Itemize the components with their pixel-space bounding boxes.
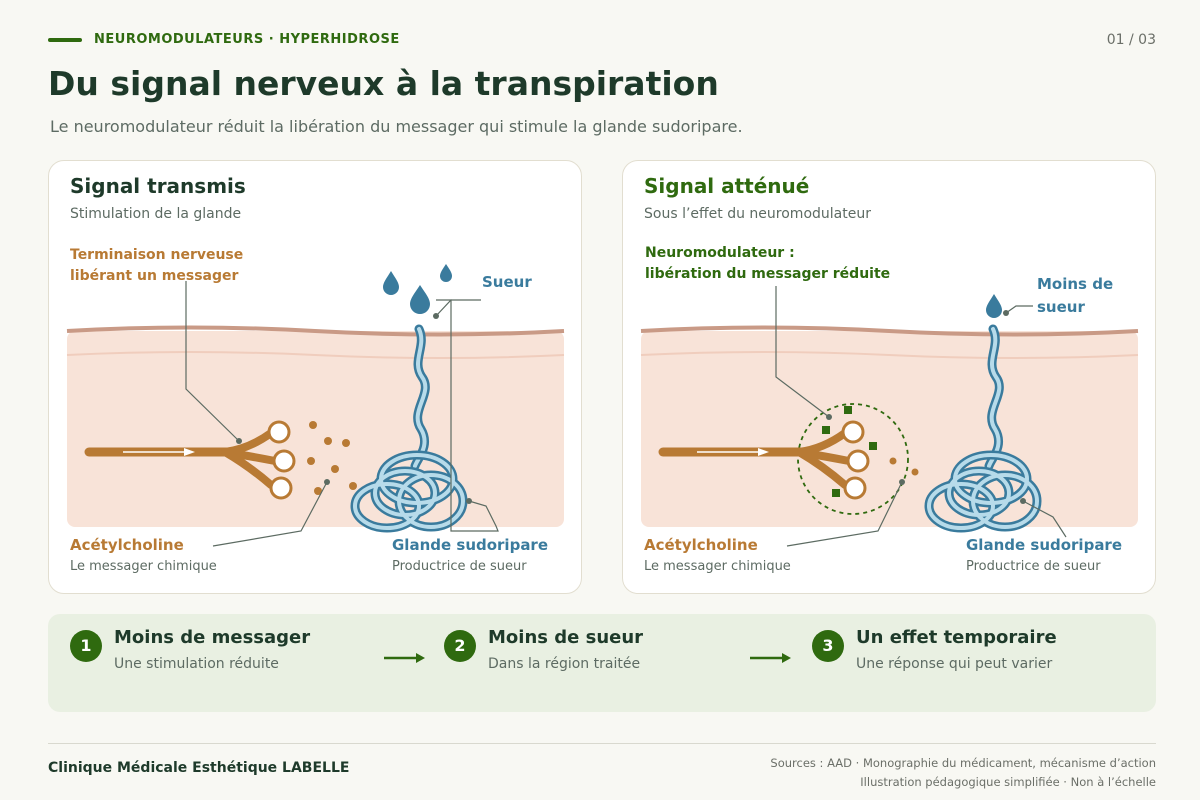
acetylcholine-label: Acétylcholine xyxy=(644,536,758,554)
skin-line xyxy=(66,351,565,359)
step-title: Moins de messager xyxy=(114,627,311,648)
arrow-right-icon xyxy=(384,653,425,663)
acetylcholine-particles xyxy=(889,457,919,476)
neuromodulator-molecules xyxy=(822,406,877,497)
skin-layer xyxy=(67,331,564,527)
acetylcholine-desc: Le messager chimique xyxy=(644,559,791,574)
acetylcholine-label: Acétylcholine xyxy=(70,536,184,554)
sweat-gland xyxy=(350,324,468,533)
page-title: Du signal nerveux à la transpiration xyxy=(48,64,719,103)
panel-subtitle: Sous l’effet du neuromodulateur xyxy=(644,206,871,222)
acetylcholine-particles xyxy=(307,421,357,495)
page-subtitle: Le neuromodulateur réduit la libération … xyxy=(50,117,743,136)
diagram-attenuated xyxy=(640,286,1139,547)
neuromodulator-zone xyxy=(797,403,909,515)
arrow-right-icon xyxy=(750,653,791,663)
skin-line xyxy=(640,351,1139,359)
gland-label: Glande sudoripare xyxy=(966,536,1123,554)
sweat-droplet xyxy=(986,294,1002,318)
acetylcholine-desc: Le messager chimique xyxy=(70,559,217,574)
skin-surface xyxy=(66,325,565,337)
footer-sources: Sources : AAD · Monographie du médicamen… xyxy=(770,756,1156,770)
step-title: Un effet temporaire xyxy=(856,627,1057,648)
footer-note: Illustration pédagogique simplifiée · No… xyxy=(860,775,1156,789)
step-number: 2 xyxy=(444,630,476,662)
step-number: 1 xyxy=(70,630,102,662)
step-title: Moins de sueur xyxy=(488,627,644,648)
sweat-gland xyxy=(924,324,1042,533)
panel-title: Signal transmis xyxy=(70,174,246,198)
accent-line xyxy=(48,38,82,42)
gland-label: Glande sudoripare xyxy=(392,536,549,554)
gland-desc: Productrice de sueur xyxy=(966,559,1101,574)
panel-signal-transmitted: Signal transmis Stimulation de la glande xyxy=(48,160,582,594)
panel-title: Signal atténué xyxy=(644,174,810,198)
eyebrow: NEUROMODULATEURS · HYPERHIDROSE xyxy=(94,32,400,47)
skin-layer xyxy=(641,331,1138,527)
steps-summary: 1 Moins de messager Une stimulation rédu… xyxy=(48,614,1156,712)
neuromodulator-label: Neuromodulateur :libération du messager … xyxy=(645,245,891,282)
step-desc: Une réponse qui peut varier xyxy=(856,656,1053,672)
page-indicator: 01 / 03 xyxy=(1106,32,1156,48)
panel-subtitle: Stimulation de la glande xyxy=(70,206,242,222)
sweat-droplets xyxy=(383,264,452,314)
step-desc: Une stimulation réduite xyxy=(114,656,279,672)
footer-brand: Clinique Médicale Esthétique LABELLE xyxy=(48,760,350,776)
footer-divider xyxy=(48,743,1156,744)
sweat-label: Sueur xyxy=(482,273,532,291)
step-number: 3 xyxy=(812,630,844,662)
nerve-terminal xyxy=(658,420,870,500)
nerve-terminal xyxy=(84,420,296,500)
skin-surface xyxy=(640,325,1139,337)
step-desc: Dans la région traitée xyxy=(488,656,641,672)
diagram-transmitted xyxy=(66,264,565,547)
panel-signal-attenuated: Signal atténué Sous l’effet du neuromodu… xyxy=(622,160,1156,594)
gland-desc: Productrice de sueur xyxy=(392,559,527,574)
